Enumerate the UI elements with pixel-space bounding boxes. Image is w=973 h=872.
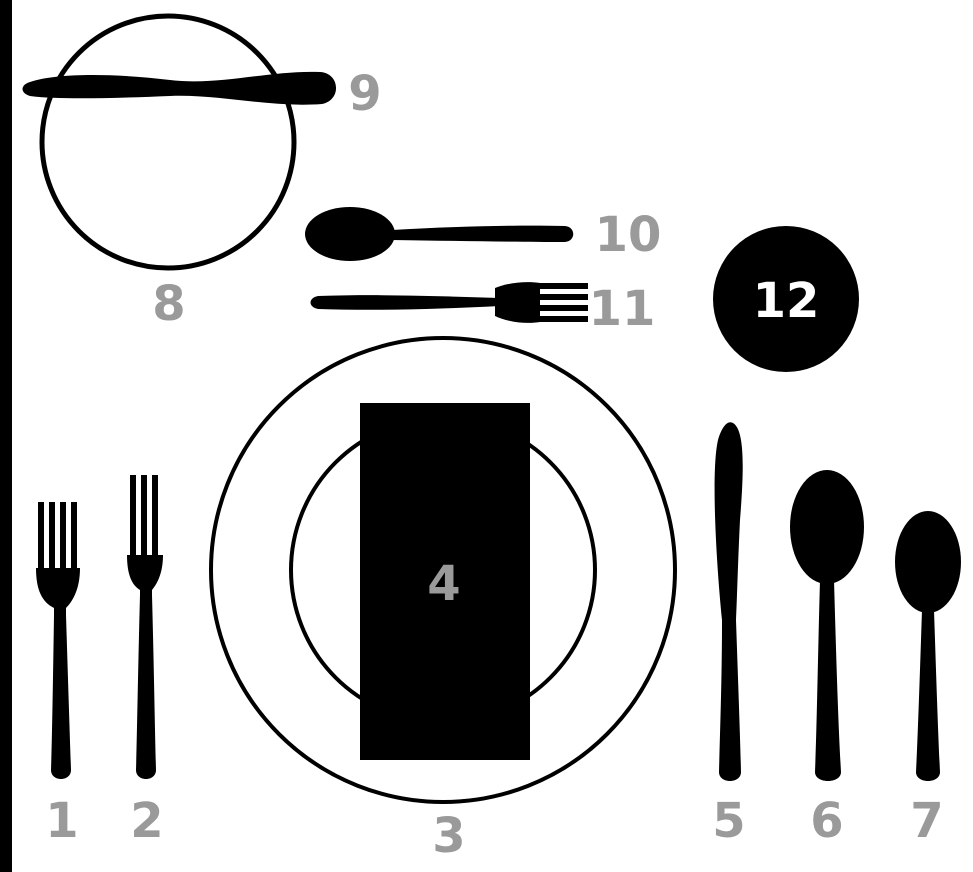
label-8: 8 (152, 276, 185, 332)
label-9: 9 (348, 66, 381, 122)
label-12: 12 (753, 273, 820, 329)
soup-spoon (790, 470, 864, 781)
dessert-spoon (305, 207, 573, 261)
teaspoon (895, 511, 961, 781)
salad-fork (36, 502, 80, 779)
label-1: 1 (45, 793, 78, 849)
dinner-knife (715, 422, 743, 781)
label-6: 6 (810, 793, 843, 849)
label-5: 5 (712, 793, 745, 849)
butter-knife (23, 72, 337, 105)
dessert-fork (311, 282, 589, 323)
label-7: 7 (910, 793, 943, 849)
bread-plate (42, 16, 294, 268)
label-10: 10 (595, 207, 662, 263)
dinner-fork (127, 475, 163, 779)
label-4: 4 (427, 556, 460, 612)
label-11: 11 (589, 281, 656, 337)
label-3: 3 (432, 808, 465, 864)
label-2: 2 (130, 793, 163, 849)
